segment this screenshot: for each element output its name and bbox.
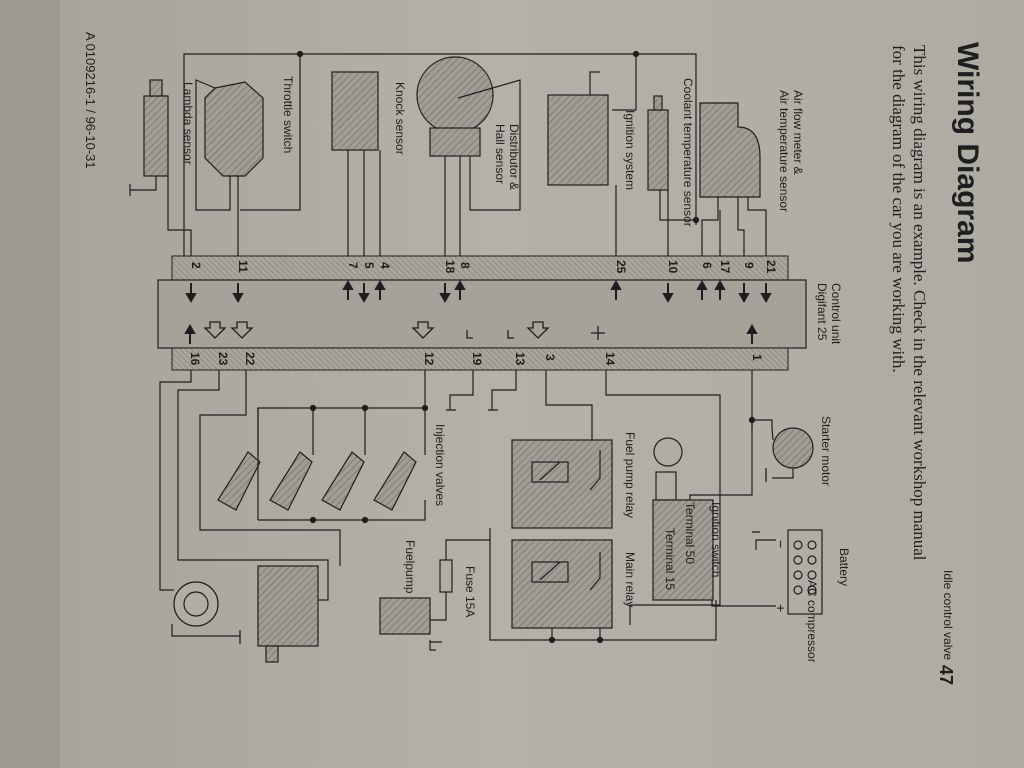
pin-22: 22 bbox=[243, 352, 257, 366]
left-components bbox=[143, 56, 761, 198]
terminal-50-label: Terminal 50 bbox=[683, 502, 697, 564]
pin-5: 5 bbox=[362, 262, 376, 269]
pin-12: 12 bbox=[422, 352, 436, 366]
intro-line-1: This wiring diagram is an example. Check… bbox=[910, 45, 929, 561]
control-unit-label-2: Digifant 25 bbox=[815, 283, 829, 341]
document-reference: A 0109216-1 / 96-10-31 bbox=[83, 32, 98, 169]
distributor-shape bbox=[416, 56, 494, 134]
page-number: 47 bbox=[936, 665, 956, 685]
intro-line-2: for the diagram of the car you are worki… bbox=[889, 45, 908, 373]
ignition-switch-body bbox=[652, 499, 714, 601]
starter-motor-label: Starter motor bbox=[819, 416, 833, 486]
pin-6: 6 bbox=[700, 262, 714, 269]
pin-17: 17 bbox=[718, 260, 732, 274]
right-components bbox=[173, 427, 823, 663]
page-title: Wiring Diagram bbox=[951, 42, 984, 263]
pin-2: 2 bbox=[189, 262, 203, 269]
pin-7: 7 bbox=[346, 262, 360, 269]
pin-9: 9 bbox=[742, 262, 756, 269]
pin-10: 10 bbox=[666, 260, 680, 274]
ignition-coil-shape bbox=[547, 94, 609, 186]
coolant-temp-label: Coolant temperature sensor bbox=[681, 78, 695, 227]
air-flow-meter-shape bbox=[699, 102, 761, 198]
fuse-shape bbox=[439, 559, 453, 593]
injection-valves-shapes bbox=[217, 451, 417, 511]
throttle-switch-label: Throttle switch bbox=[281, 76, 295, 153]
right-component-labels: Starter motor Battery − + Ignition switc… bbox=[403, 416, 955, 663]
pin-4: 4 bbox=[378, 262, 392, 269]
knock-sensor-shape bbox=[331, 71, 379, 151]
fuse-label: Fuse 15A bbox=[463, 566, 477, 617]
battery-plus: + bbox=[773, 604, 789, 612]
injection-valves-label: Injection valves bbox=[433, 424, 447, 506]
ignition-system-label: Ignition system bbox=[623, 110, 637, 190]
idle-control-valve-shape bbox=[257, 565, 319, 647]
ac-compressor-shape bbox=[173, 581, 219, 627]
ac-compressor-label: AC compressor bbox=[805, 580, 819, 663]
ground-symbols bbox=[239, 409, 767, 644]
control-unit-symbols bbox=[203, 321, 605, 340]
pin-14: 14 bbox=[603, 352, 617, 366]
fuelpump-label: Fuelpump bbox=[403, 540, 417, 594]
pin-18: 18 bbox=[443, 260, 457, 274]
fuel-pump-relay-label: Fuel pump relay bbox=[623, 432, 637, 518]
starter-motor-shape bbox=[772, 427, 814, 469]
pin-11: 11 bbox=[236, 260, 250, 273]
air-flow-label-2: Air temperature sensor bbox=[777, 90, 791, 212]
pin-21: 21 bbox=[764, 260, 778, 274]
air-flow-label-1: Air flow meter & bbox=[791, 90, 805, 175]
main-relay-shape bbox=[511, 539, 613, 629]
connector-strip-left bbox=[171, 255, 789, 281]
terminal-15-label: Terminal 15 bbox=[663, 528, 677, 590]
connector-strip-right bbox=[171, 347, 789, 371]
pin-3: 3 bbox=[543, 354, 557, 361]
pin-8: 8 bbox=[458, 262, 472, 269]
distributor-label-2: Hall sensor bbox=[493, 124, 507, 184]
pin-23: 23 bbox=[216, 352, 230, 366]
pin-25: 25 bbox=[614, 260, 628, 274]
relay-internals bbox=[531, 450, 601, 591]
ignition-switch-label: Ignition switch bbox=[709, 502, 723, 577]
left-pin-labels: 21 9 17 6 10 25 8 18 4 5 7 11 2 bbox=[189, 260, 778, 274]
pin-13: 13 bbox=[513, 352, 527, 366]
coolant-sensor-shape bbox=[647, 109, 669, 191]
main-relay-label: Main relay bbox=[623, 552, 637, 607]
wiring-left bbox=[129, 50, 767, 256]
pin-19: 19 bbox=[470, 352, 484, 366]
idle-control-valve-label: Idle control valve bbox=[941, 570, 955, 660]
lambda-sensor-label: Lambda sensor bbox=[181, 82, 195, 165]
throttle-switch-shape bbox=[204, 81, 264, 177]
fuelpump-shape bbox=[379, 597, 431, 635]
knock-sensor-label: Knock sensor bbox=[393, 82, 407, 155]
pin-1: 1 bbox=[750, 354, 764, 361]
lambda-sensor-shape bbox=[143, 95, 169, 177]
pin-16: 16 bbox=[188, 352, 202, 366]
battery-minus: − bbox=[773, 540, 789, 548]
battery-label: Battery bbox=[837, 548, 851, 586]
signal-arrows bbox=[184, 279, 772, 344]
control-unit-label-1: Control unit bbox=[829, 283, 843, 345]
right-pin-labels: 1 14 3 13 19 12 22 23 16 bbox=[188, 352, 764, 366]
fuel-pump-relay-shape bbox=[511, 439, 613, 529]
ignition-switch-knob bbox=[653, 437, 683, 467]
wiring-right bbox=[159, 370, 794, 651]
distributor-label-1: Distributor & bbox=[507, 124, 521, 190]
control-unit-body bbox=[157, 279, 807, 349]
